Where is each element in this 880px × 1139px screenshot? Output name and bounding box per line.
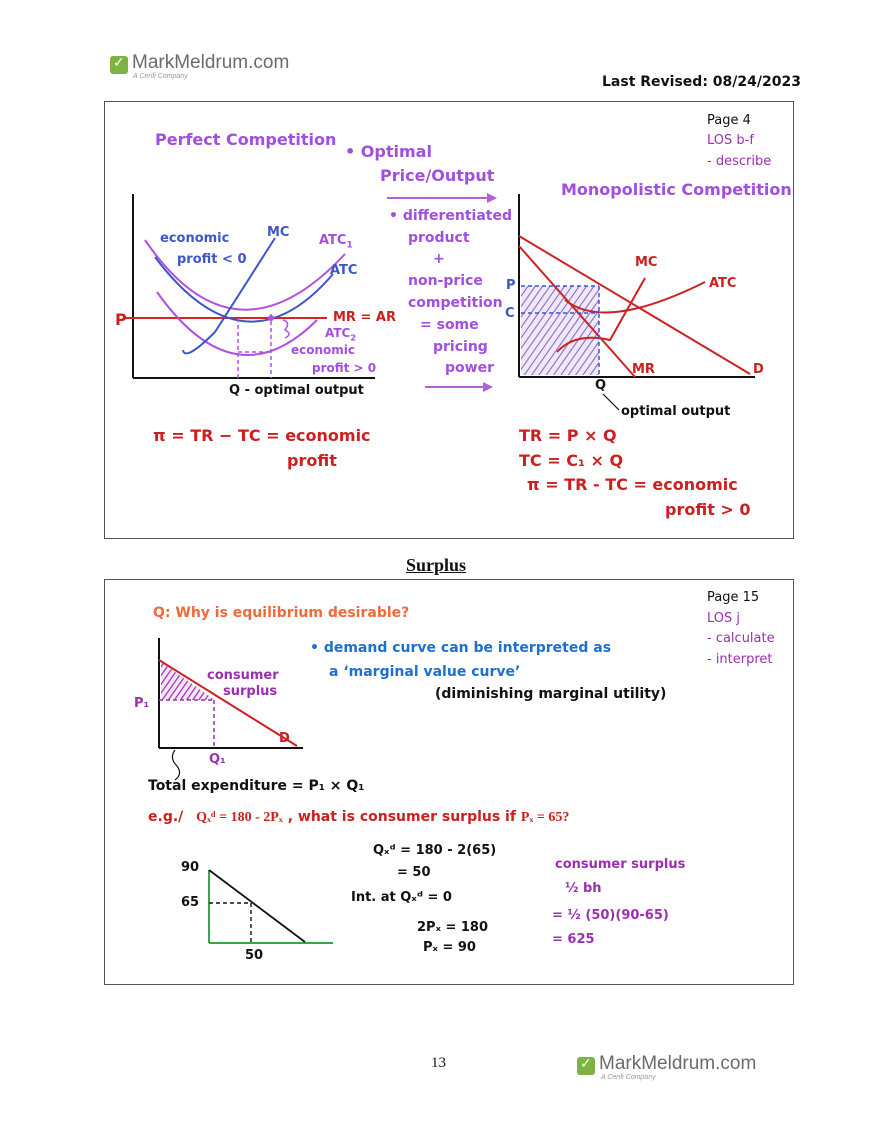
lg-xlabel: Q - optimal output [229, 383, 364, 398]
calc-1: Qₓᵈ = 180 - 2(65) [373, 843, 497, 858]
title-monopolistic-competition: Monopolistic Competition [561, 180, 792, 199]
demand-graph [158, 638, 303, 781]
monopolistic-competition-graph [518, 194, 755, 411]
lg-mr-ar: MR = AR [333, 310, 396, 325]
rg-p: P [506, 278, 516, 293]
slide2-los-2: - interpret [707, 652, 773, 667]
mid-line-1: product [408, 230, 470, 246]
formula-left-2: profit [287, 451, 337, 470]
lg-profit-lt: profit < 0 [177, 252, 247, 267]
optimal-line1: • Optimal [345, 142, 432, 161]
slide2-page: Page 15 [707, 590, 760, 605]
formula-right-3: π = TR - TC = economic [527, 475, 738, 494]
bullet-1: • demand curve can be interpreted as [310, 640, 612, 656]
lg-mc: MC [267, 225, 290, 240]
formula-right-2: TC = C₁ × Q [519, 451, 624, 470]
optimal-line2: Price/Output [380, 166, 495, 185]
formula-left-1: π = TR − TC = economic [153, 426, 371, 445]
slide1-page: Page 4 [707, 113, 751, 128]
eg-px: Pₓ = 65? [520, 810, 570, 825]
footer-logo-text: MarkMeldrum.com [599, 1053, 757, 1074]
title-perfect-competition: Perfect Competition [155, 130, 337, 149]
lg-atc2: ATC2 [325, 326, 356, 343]
last-revised: Last Revised: 08/24/2023 [602, 74, 801, 90]
formula-right-1: TR = P × Q [519, 426, 617, 445]
section-title: Surplus [406, 555, 467, 575]
sg-x50: 50 [245, 948, 264, 963]
header-logo-sub: A Cerifi Company [133, 73, 188, 80]
slide2-los-1: - calculate [707, 631, 775, 646]
label-d: D [279, 731, 290, 746]
label-surplus: surplus [223, 684, 278, 699]
calc-2: = 50 [397, 865, 431, 880]
cs-3: = ½ (50)(90-65) [552, 908, 669, 923]
mid-line-6: pricing [433, 339, 488, 355]
total-expenditure: Total expenditure = P₁ × Q₁ [148, 778, 365, 794]
label-q1: Q₁ [209, 752, 226, 767]
eg-equation: Qₓᵈ = 180 - 2Pₓ [196, 810, 283, 825]
rg-q: Q [595, 378, 607, 393]
footer-logo-sub: A Cerifi Company [601, 1074, 656, 1081]
calc-4: 2Pₓ = 180 [417, 920, 489, 935]
logo-check-icon [110, 55, 128, 74]
bullet-3: (diminishing marginal utility) [435, 686, 667, 702]
calc-3: Int. at Qₓᵈ = 0 [351, 890, 452, 905]
slide2-los: LOS j [707, 611, 741, 626]
rg-atc: ATC [709, 276, 737, 291]
lg-atc: ATC [330, 263, 358, 278]
header-logo-text: MarkMeldrum.com [132, 52, 290, 73]
page-number: 13 [431, 1055, 446, 1071]
footer-logo-check-icon [577, 1056, 595, 1075]
mid-line-5: = some [420, 317, 479, 333]
lg-p: P [115, 310, 127, 329]
mid-line-2: + [433, 251, 445, 267]
lg-economic2: economic [291, 343, 356, 357]
lg-profit-gt: profit > 0 [312, 361, 377, 375]
lg-economic: economic [160, 231, 230, 246]
mid-line-3: non-price [408, 273, 483, 289]
rg-optimal: optimal output [621, 404, 731, 419]
cs-2: ½ bh [565, 881, 602, 896]
sg-y65: 65 [181, 895, 200, 910]
slide-1: Page 4 LOS b-f - describe Perfect Compet… [104, 101, 794, 539]
eg-question: , what is consumer surplus if [287, 809, 516, 825]
eg-prefix: e.g./ [148, 809, 184, 825]
formula-right-4: profit > 0 [665, 500, 751, 519]
label-p1: P₁ [134, 696, 150, 711]
slide1-los-detail: - describe [707, 154, 772, 169]
slide1-los: LOS b-f [707, 133, 754, 148]
calc-5: Pₓ = 90 [423, 940, 476, 955]
label-consumer: consumer [207, 668, 279, 683]
mid-line-7: power [445, 360, 494, 376]
rg-mc: MC [635, 255, 658, 270]
perfect-competition-graph [125, 194, 375, 379]
slide-2: Page 15 LOS j - calculate - interpret Q:… [104, 579, 794, 985]
rg-d: D [753, 362, 764, 377]
mid-line-4: competition [408, 295, 503, 311]
rg-c: C [505, 306, 515, 321]
cs-1: consumer surplus [555, 857, 686, 872]
example-graph [208, 869, 333, 944]
lg-atc1: ATC1 [319, 233, 353, 251]
example-line: e.g./ Qₓᵈ = 180 - 2Pₓ , what is consumer… [148, 809, 569, 826]
mid-line-0: • differentiated [389, 208, 512, 224]
question: Q: Why is equilibrium desirable? [153, 605, 410, 621]
cs-4: = 625 [552, 932, 595, 947]
bullet-2: a ‘marginal value curve’ [329, 664, 521, 680]
sg-y90: 90 [181, 860, 200, 875]
slide1-arrows [387, 193, 497, 392]
rg-mr: MR [632, 362, 655, 377]
